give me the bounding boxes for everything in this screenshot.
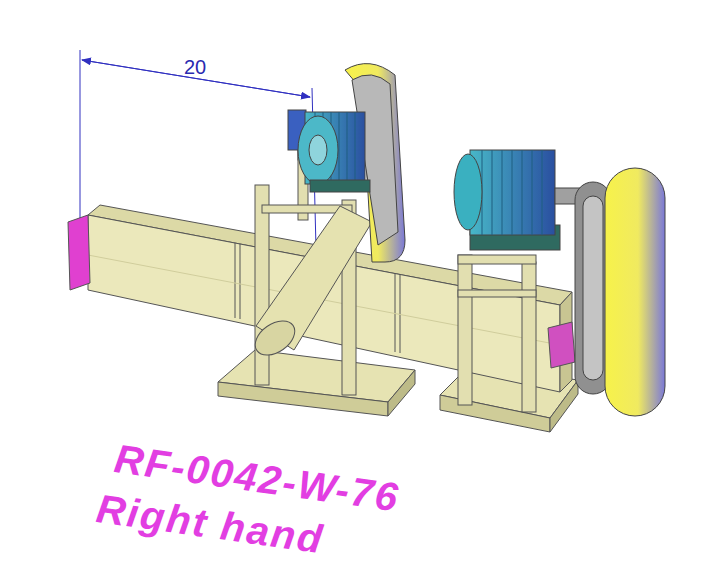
top-drive xyxy=(288,64,405,262)
dimension-value: 20 xyxy=(184,56,206,79)
feed-pipe xyxy=(249,206,372,362)
main-drive xyxy=(454,150,665,416)
